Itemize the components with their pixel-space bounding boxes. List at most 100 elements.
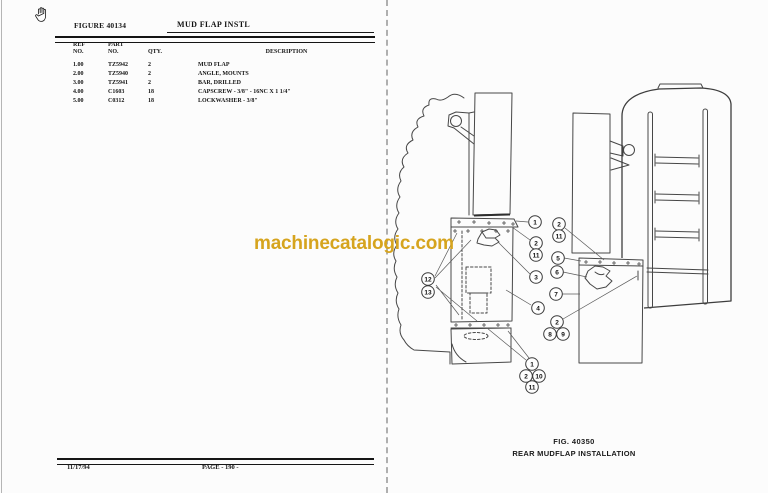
- hardware-blob-installed: [584, 265, 613, 290]
- drilled-bar: [450, 217, 519, 228]
- svg-text:1: 1: [530, 361, 534, 368]
- cell-part: C0312: [108, 98, 125, 104]
- title-underline: [167, 32, 374, 33]
- svg-text:2: 2: [555, 319, 559, 326]
- svg-text:11: 11: [533, 252, 540, 259]
- callout-2: 2: [550, 315, 564, 329]
- callout-5: 5: [551, 251, 565, 265]
- svg-text:5: 5: [556, 255, 560, 262]
- col-header-qty: QTY.: [148, 48, 162, 55]
- callout-11: 11: [529, 248, 543, 262]
- callout-9: 9: [556, 327, 570, 341]
- callout-2: 2: [529, 236, 543, 250]
- ladder-rungs: [654, 153, 700, 242]
- callout-1: 1: [528, 215, 542, 229]
- cell-ref: 2.00: [73, 71, 84, 77]
- svg-text:11: 11: [529, 384, 536, 391]
- callout-11: 11: [525, 380, 539, 394]
- ladder-rail-left: [647, 111, 653, 309]
- ladder-rail-right: [702, 108, 708, 305]
- svg-text:13: 13: [424, 289, 432, 296]
- svg-text:3: 3: [534, 274, 538, 281]
- cell-ref: 4.00: [73, 89, 84, 95]
- cell-ref: 1.00: [73, 62, 84, 68]
- mudflap-panel: [450, 226, 514, 323]
- svg-text:4: 4: [536, 305, 540, 312]
- scan-edge-line: [1, 0, 2, 493]
- cell-desc: CAPSCREW - 3/8" - 16NC X 1 1/4": [198, 89, 291, 95]
- hardware-blob: [476, 228, 501, 247]
- exploded-view: [393, 92, 532, 365]
- callout-8: 8: [543, 327, 557, 341]
- callout-11: 11: [552, 229, 566, 243]
- cell-qty: 18: [148, 98, 154, 104]
- callout-4: 4: [531, 301, 545, 315]
- svg-text:11: 11: [556, 233, 563, 240]
- callout-3: 3: [529, 270, 543, 284]
- table-row: 1.00 TZ5942 2 MUD FLAP: [73, 61, 375, 70]
- installed-view: [562, 112, 644, 364]
- col-header-ref: REF NO.: [73, 42, 85, 55]
- mudflap-panel-installed: [578, 257, 644, 364]
- cell-desc: ANGLE, MOUNTS: [198, 71, 249, 77]
- figure-label: FIGURE 40134: [74, 21, 127, 30]
- tank-top-cap: [657, 83, 704, 89]
- cell-part: TZ5942: [108, 62, 129, 68]
- svg-text:2: 2: [534, 240, 538, 247]
- col-header-part: PART NO.: [108, 42, 124, 55]
- svg-text:10: 10: [535, 373, 543, 380]
- hand-tool-cursor-icon: [33, 5, 51, 25]
- callout-12: 12: [421, 272, 435, 286]
- callout-7: 7: [549, 287, 563, 301]
- leader-lines-left: [434, 220, 532, 361]
- svg-text:8: 8: [548, 331, 552, 338]
- tank-lower-band: [646, 267, 709, 275]
- caption-fig-number: FIG. 40350: [553, 437, 595, 446]
- cell-qty: 18: [148, 89, 154, 95]
- col-header-description: DESCRIPTION: [265, 48, 308, 55]
- cell-qty: 2: [148, 71, 151, 77]
- header-rule: [55, 36, 375, 43]
- cell-part: C1603: [108, 89, 125, 95]
- fender-torn-edge: [393, 93, 465, 365]
- footer-rule: [57, 458, 374, 465]
- svg-text:9: 9: [561, 331, 565, 338]
- callout-1: 1: [525, 357, 539, 371]
- cell-part: TZ5940: [108, 71, 129, 77]
- callout-10: 10: [532, 369, 546, 383]
- callout-6: 6: [550, 265, 564, 279]
- svg-text:2: 2: [557, 221, 561, 228]
- callout-13: 13: [421, 285, 435, 299]
- watermark: machinecatalogic.com: [254, 233, 454, 254]
- mount-clamp-installed: [623, 144, 635, 156]
- svg-text:1: 1: [533, 219, 537, 226]
- footer-page-number: PAGE - 190 -: [202, 464, 239, 471]
- callout-2: 2: [552, 217, 566, 231]
- parts-table-header: REF NO. PART NO. QTY. DESCRIPTION: [73, 42, 375, 55]
- mud-flap-exploded: [472, 92, 513, 216]
- cell-ref: 3.00: [73, 80, 84, 86]
- svg-text:6: 6: [555, 269, 559, 276]
- page-title: MUD FLAP INSTL: [177, 20, 251, 29]
- figure-caption: FIG. 40350 REAR MUDFLAP INSTALLATION: [478, 437, 670, 458]
- svg-text:12: 12: [424, 276, 432, 283]
- mount-clamp: [450, 115, 462, 127]
- cell-qty: 2: [148, 80, 151, 86]
- tank-body: [621, 83, 732, 309]
- mud-flap-installed: [571, 112, 611, 254]
- cell-desc: MUD FLAP: [198, 62, 230, 68]
- cell-qty: 2: [148, 62, 151, 68]
- cell-desc: LOCKWASHER - 3/8": [198, 98, 258, 104]
- page-gutter-divider: [386, 0, 388, 493]
- mud-flap-lower: [450, 327, 512, 365]
- footer-date: 11/17/94: [67, 464, 90, 471]
- cell-part: TZ5941: [108, 80, 129, 86]
- leader-lines-right: [562, 227, 638, 320]
